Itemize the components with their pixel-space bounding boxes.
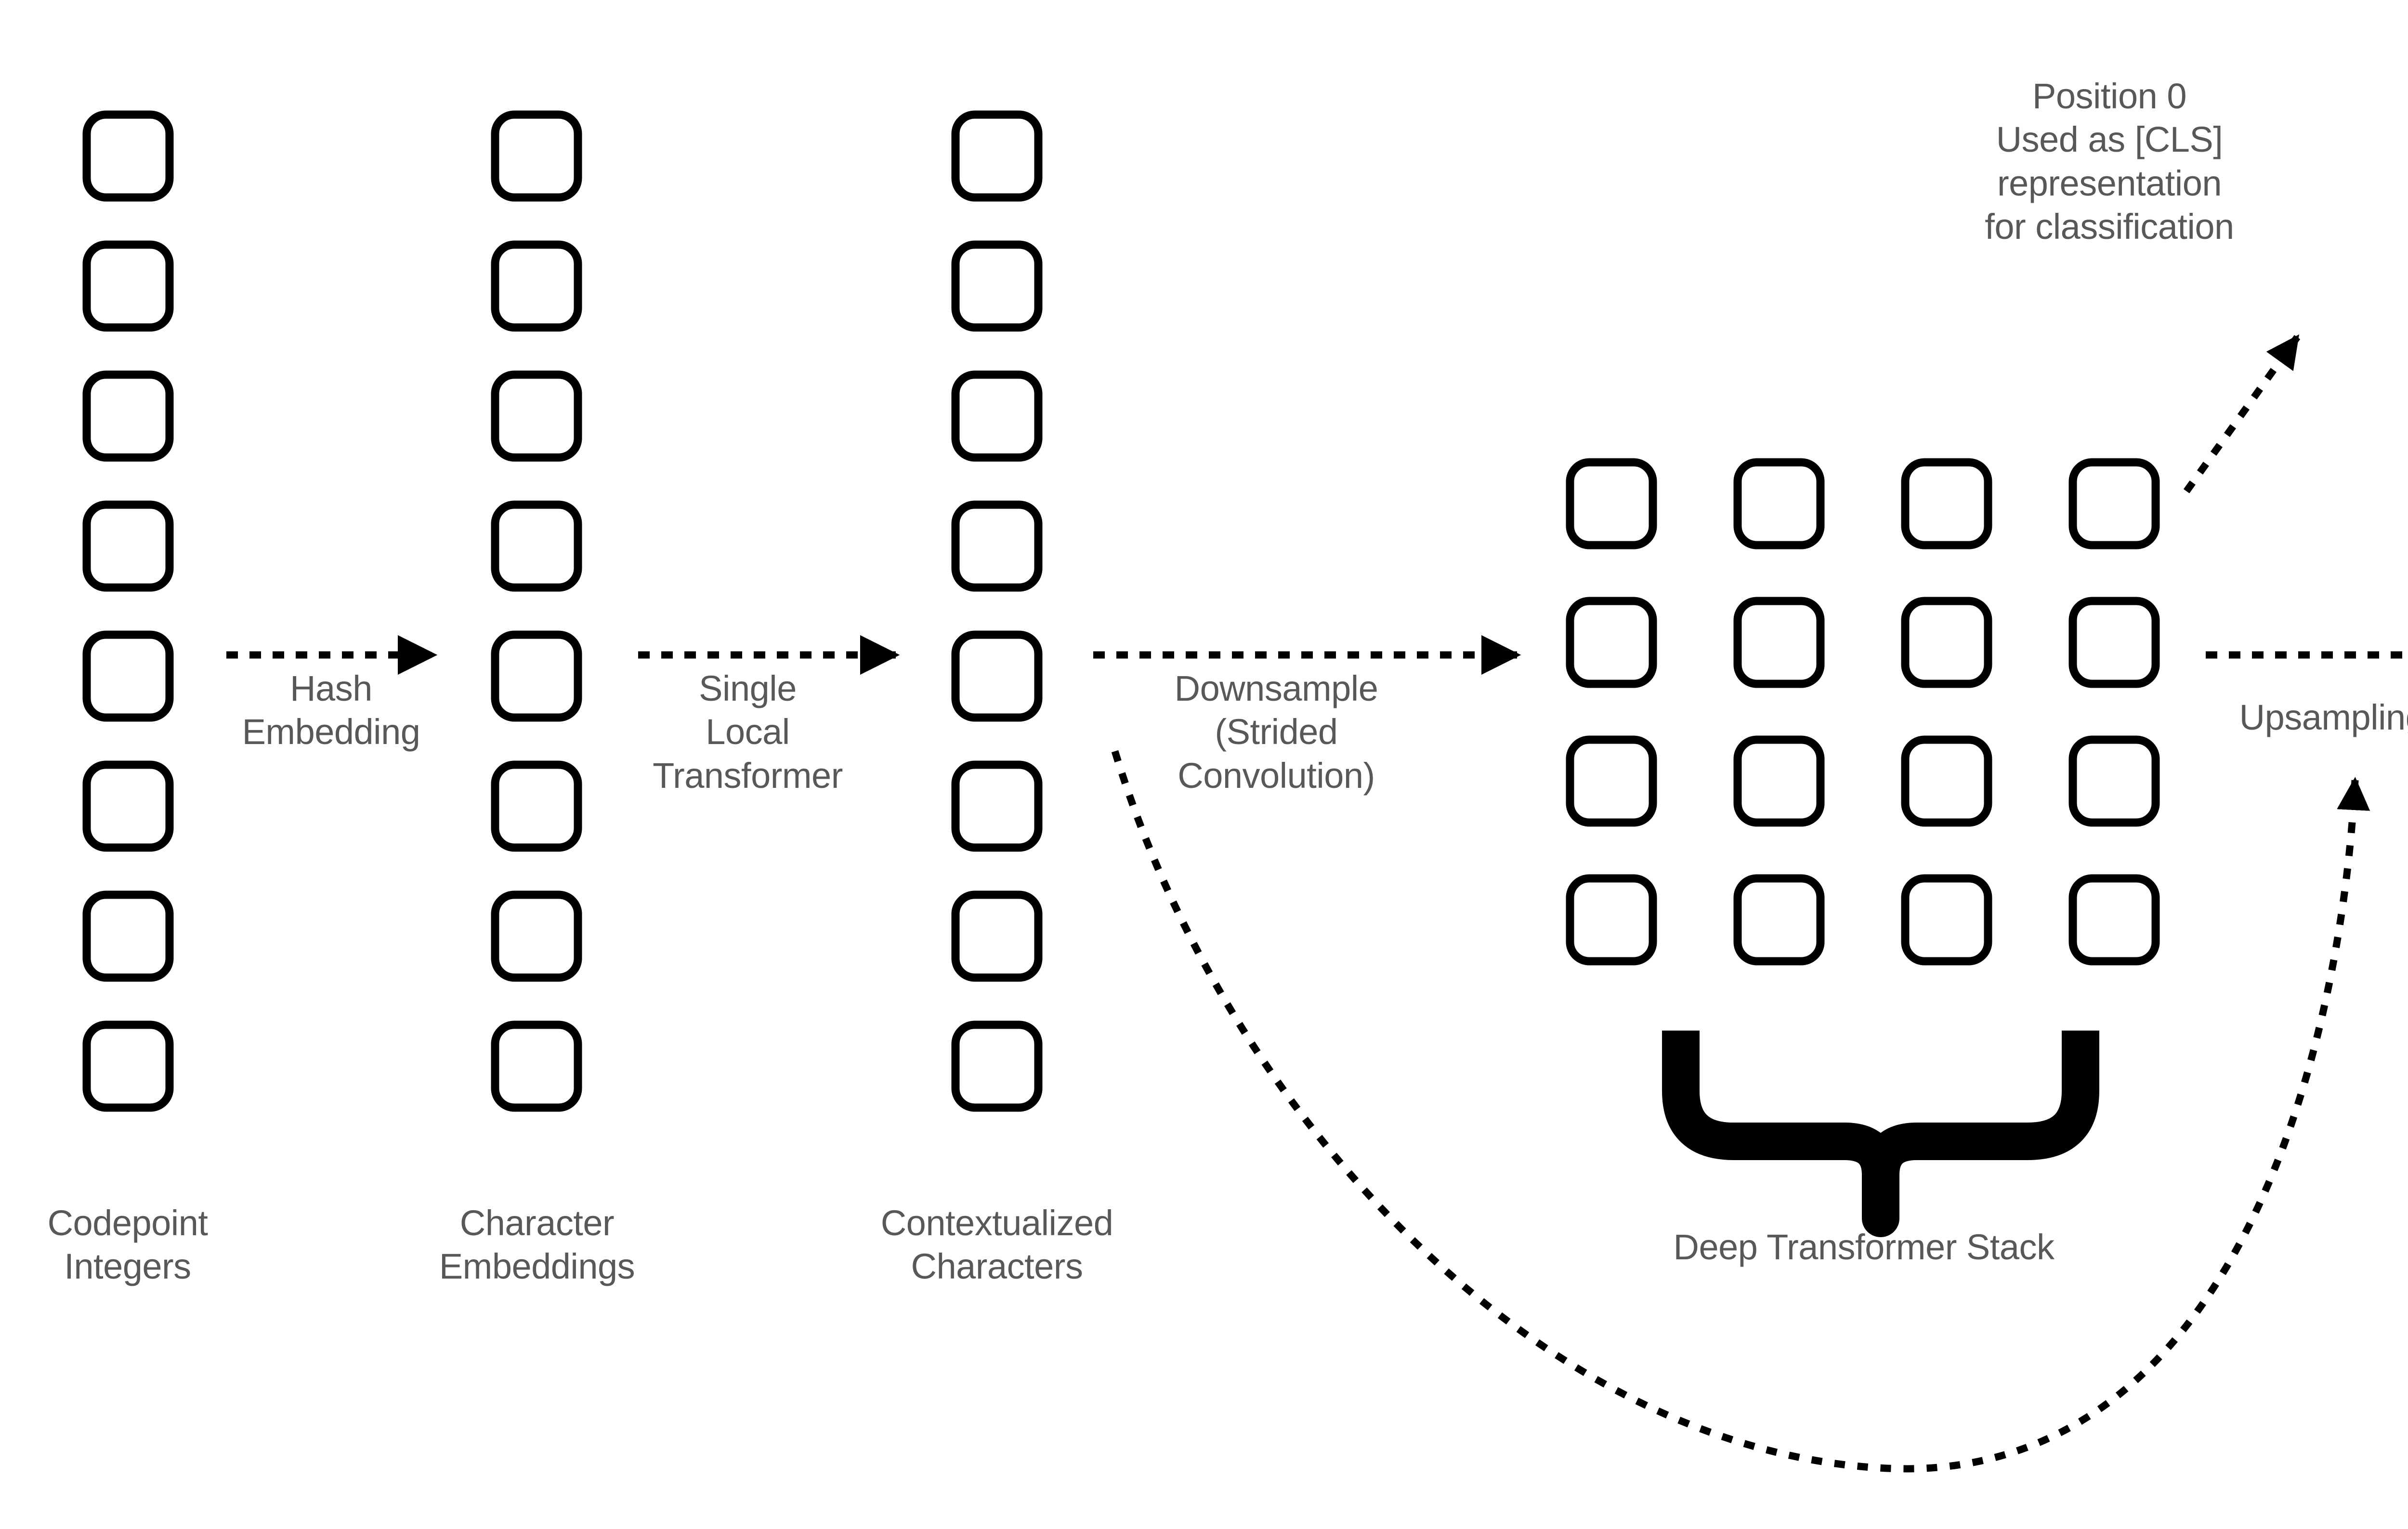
box-node <box>82 760 174 852</box>
box-node <box>1566 597 1657 688</box>
caption-codepoint-integers: Codepoint Integers <box>47 1203 208 1287</box>
box-node <box>82 240 174 332</box>
box-node <box>1566 458 1657 549</box>
box-node <box>951 760 1043 852</box>
label-hash-embedding: Hash Embedding <box>242 668 420 752</box>
box-node <box>951 500 1043 592</box>
box-node <box>1733 874 1825 966</box>
deep-stack-brace-icon <box>1662 1031 2099 1237</box>
column-codepoint-integers <box>82 110 174 1112</box>
box-node <box>2068 735 2160 827</box>
box-node <box>2068 874 2160 966</box>
box-node <box>491 760 582 852</box>
grid-deep-transformer-stack <box>1566 458 2160 966</box>
box-node <box>1733 458 1825 549</box>
box-node <box>491 890 582 982</box>
label-single-local-transformer: Single Local Transformer <box>653 668 843 796</box>
box-node <box>1901 874 1992 966</box>
box-node <box>1733 735 1825 827</box>
box-node <box>951 630 1043 722</box>
box-node <box>82 110 174 202</box>
caption-contextualized-characters: Contextualized Characters <box>880 1203 1113 1287</box>
arrow-residual-skip-connection <box>1111 750 2370 1473</box>
arrow-cls-pointer <box>2183 334 2301 494</box>
box-node <box>951 1020 1043 1112</box>
box-node <box>1733 597 1825 688</box>
box-node <box>82 890 174 982</box>
box-node <box>491 370 582 462</box>
box-node <box>1566 874 1657 966</box>
box-node <box>491 240 582 332</box>
box-node <box>951 890 1043 982</box>
box-node <box>491 110 582 202</box>
box-node <box>1901 735 1992 827</box>
box-node <box>491 630 582 722</box>
caption-deep-transformer-stack: Deep Transformer Stack <box>1673 1227 2055 1267</box>
box-node <box>82 370 174 462</box>
label-downsample: Downsample (Strided Convolution) <box>1174 668 1378 796</box>
column-contextualized-characters <box>951 110 1043 1112</box>
box-node <box>82 630 174 722</box>
box-node <box>951 110 1043 202</box>
box-node <box>82 1020 174 1112</box>
box-node <box>491 1020 582 1112</box>
box-node <box>1566 735 1657 827</box>
column-character-embeddings <box>491 110 582 1112</box>
box-node <box>82 500 174 592</box>
box-node <box>491 500 582 592</box>
box-node <box>2068 458 2160 549</box>
box-node <box>951 240 1043 332</box>
box-node <box>951 370 1043 462</box>
caption-character-embeddings: Character Embeddings <box>439 1203 635 1287</box>
label-upsampling: Upsampling <box>2239 697 2408 737</box>
box-node <box>1901 597 1992 688</box>
box-node <box>2068 597 2160 688</box>
box-node <box>1901 458 1992 549</box>
annotation-cls-note: Position 0 Used as [CLS] representation … <box>1985 76 2234 247</box>
